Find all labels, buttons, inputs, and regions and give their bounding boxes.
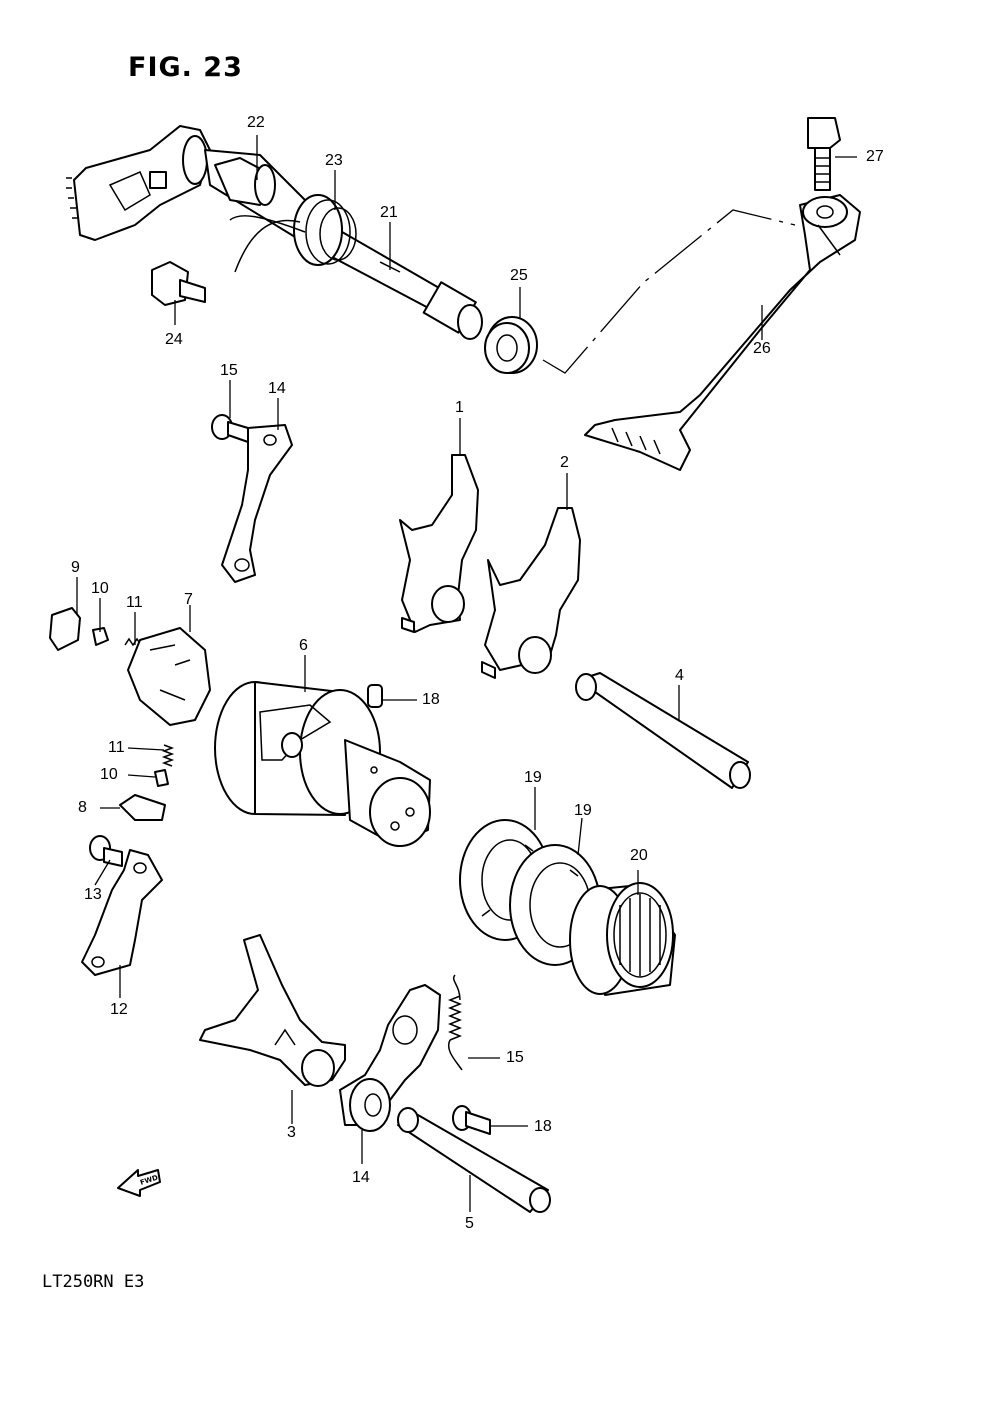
part-9-pawl (49, 607, 81, 651)
callout-13: 13 (84, 886, 102, 903)
part-12-stopper-plate (81, 849, 163, 976)
part-22-bearing (569, 882, 676, 996)
callout-10: 10 (91, 580, 109, 597)
callout-15: 15 (220, 362, 238, 379)
part-18-pin (452, 1105, 491, 1135)
part-24-bushing (214, 157, 276, 206)
callout-3: 3 (287, 1124, 296, 1141)
part-14-plate (221, 424, 293, 583)
part-7-cam-driven-gear (127, 627, 211, 726)
callout-9: 9 (71, 559, 80, 576)
part-1-shift-fork (399, 454, 479, 633)
callout-20: 18 (422, 691, 440, 708)
callout-12: 12 (110, 1001, 128, 1018)
callout-22: 20 (630, 847, 648, 864)
callout-11-lower: 11 (108, 739, 125, 756)
part-2-shift-fork (481, 507, 581, 679)
callout-17: 15 (506, 1049, 524, 1066)
callout-7: 7 (184, 591, 193, 608)
callout-1: 1 (455, 399, 464, 416)
part-6-shift-cam (214, 681, 431, 847)
part-26-bolt (151, 261, 206, 306)
part-10-pin-lower (154, 769, 169, 787)
callout-21: 19 (524, 769, 542, 786)
part-4-fork-shaft (575, 672, 751, 789)
part-5-arm-shaft (397, 1107, 551, 1213)
callout-28: 26 (753, 340, 771, 357)
callout-6: 6 (299, 637, 308, 654)
callout-11: 11 (126, 594, 143, 611)
model-code: LT250RN E3 (42, 1272, 145, 1292)
part-16-drum-arm (339, 984, 441, 1132)
callout-27: 25 (510, 267, 528, 284)
callout-10-lower: 10 (100, 766, 118, 783)
figure-title: FIG. 23 (128, 52, 243, 83)
callout-26: 24 (165, 331, 183, 348)
part-13-screw (89, 835, 123, 867)
callout-8: 8 (78, 799, 87, 816)
part-27-oil-seal (484, 316, 538, 374)
part-17-spring (447, 974, 463, 1071)
callout-2: 2 (560, 454, 569, 471)
callout-18: 18 (534, 1118, 552, 1135)
callout-14: 14 (268, 380, 286, 397)
callout-19: 19 (574, 802, 592, 819)
fwd-arrow-icon: FWD (117, 1169, 161, 1197)
part-28-shift-lever (584, 194, 861, 471)
part-20-pin (367, 684, 383, 708)
callout-29: 27 (866, 148, 884, 165)
callout-25: 23 (325, 152, 343, 169)
part-29-bolt (807, 117, 841, 191)
callout-24: 22 (247, 114, 265, 131)
callout-4: 4 (675, 667, 684, 684)
callout-23: 21 (380, 204, 398, 221)
part-25-return-spring (229, 194, 357, 273)
part-24-shift-arm (66, 125, 483, 340)
callout-16: 14 (352, 1169, 370, 1186)
part-15-screw (211, 414, 249, 443)
callout-5: 5 (465, 1215, 474, 1232)
part-11-spring-lower (161, 744, 175, 767)
leader-lines (76, 135, 857, 1212)
part-8-pawl (119, 794, 166, 821)
part-3-shift-fork (199, 934, 346, 1087)
